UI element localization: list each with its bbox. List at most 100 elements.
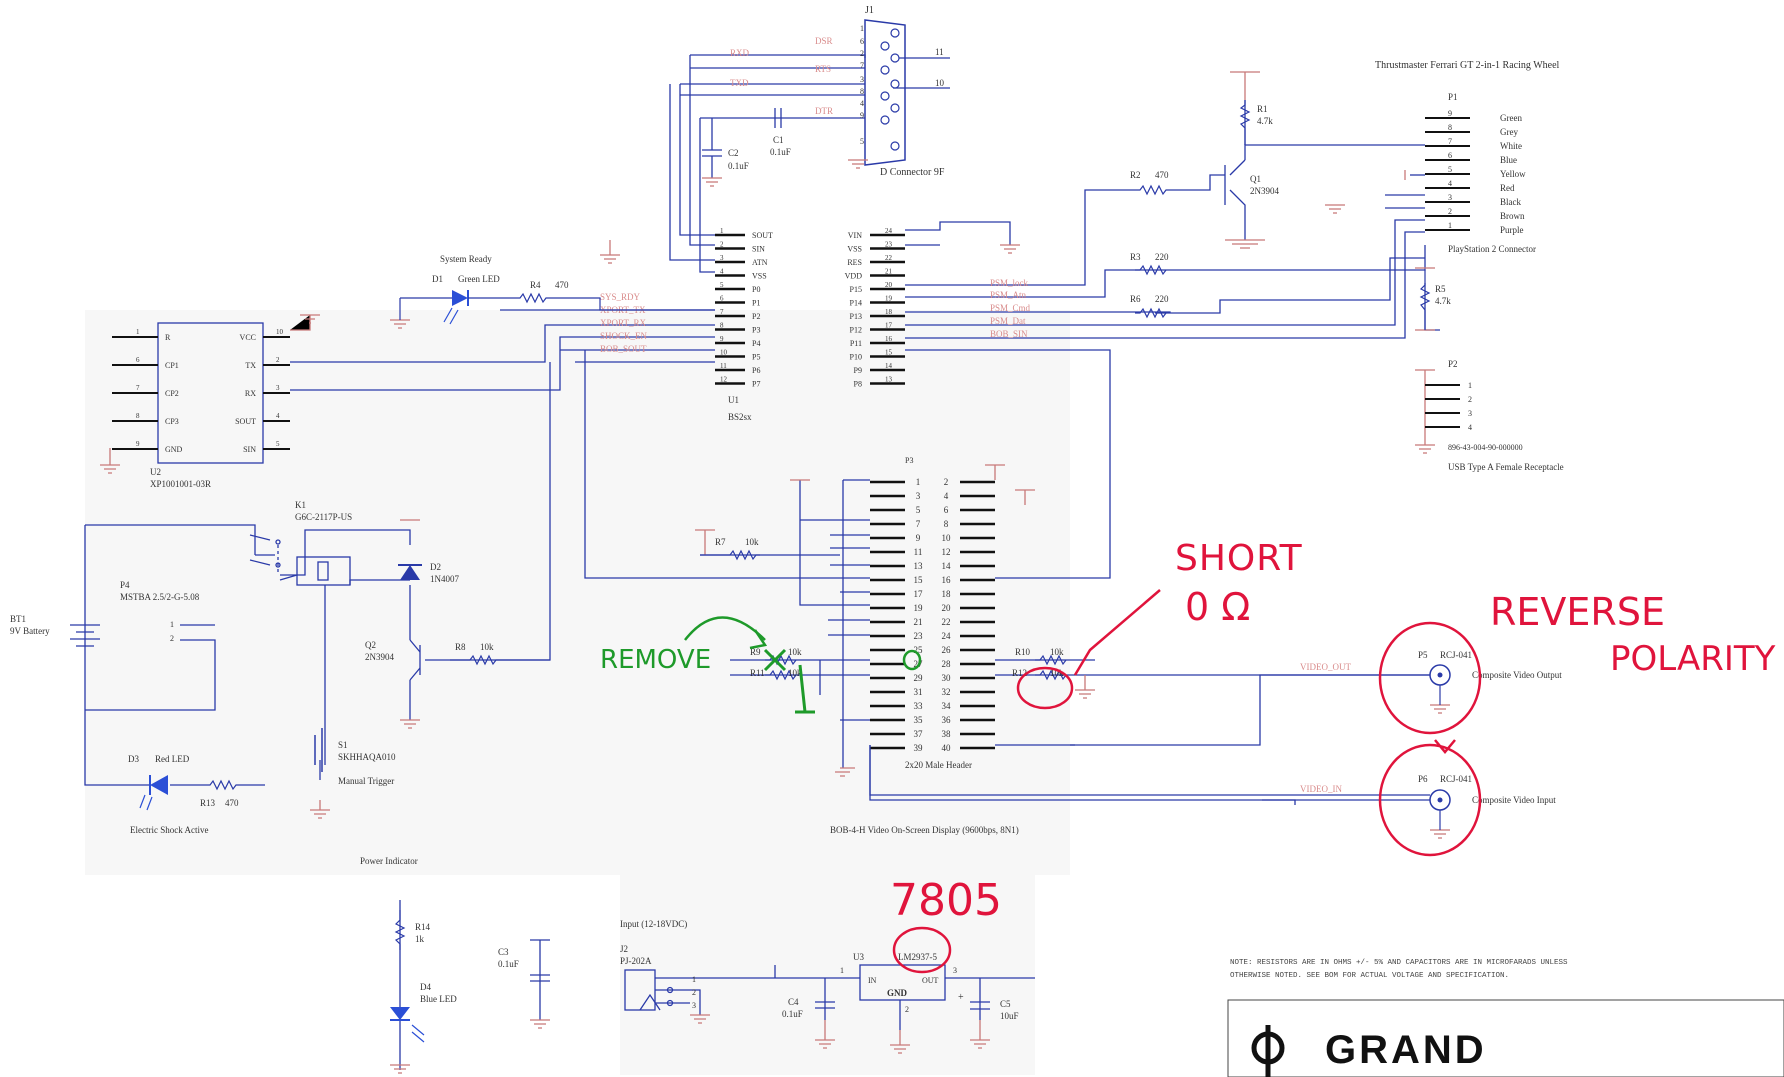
p1-wire-color: Blue — [1500, 155, 1517, 165]
r13-resistor — [200, 779, 245, 791]
u3-gnd: GND — [887, 988, 908, 998]
u2-left-pin-number: 1 — [136, 328, 140, 336]
u2-left-pin-name: CP1 — [165, 361, 179, 370]
d1-caption: System Ready — [440, 254, 492, 264]
s1-switch — [314, 728, 323, 772]
title-block — [1227, 999, 1784, 1077]
p3-left-pin-number: 35 — [914, 715, 924, 725]
p1-pin-number: 5 — [1448, 165, 1452, 174]
net-bob-sout: BOB_SOUT — [600, 344, 647, 354]
p6-val: RCJ-041 — [1440, 774, 1472, 784]
u1-left-pin-number: 4 — [720, 268, 724, 276]
p3-name: 2x20 Male Header — [905, 760, 972, 770]
p6-rca-jack — [1429, 789, 1451, 830]
r11-val: 10k — [788, 668, 802, 678]
p3-right-pin-number: 14 — [942, 561, 952, 571]
p1-wire-color: Black — [1500, 197, 1521, 207]
p4-pin-2: 2 — [170, 634, 174, 643]
p3-left-pin-number: 19 — [914, 603, 924, 613]
p5-name: Composite Video Output — [1472, 670, 1562, 680]
c2-val: 0.1uF — [728, 161, 749, 171]
u1-left-pin-name: P2 — [752, 312, 760, 321]
r11-ref: R11 — [750, 668, 765, 678]
j1-pin-9: 9 — [860, 111, 864, 120]
u1-right-pin-name: VSS — [847, 245, 862, 254]
u2-left-pin-number: 7 — [136, 384, 140, 392]
p2-part: 896-43-004-90-000000 — [1448, 443, 1523, 452]
u1-right-pin-name: P13 — [850, 312, 862, 321]
r8-ref: R8 — [455, 642, 466, 652]
r13-val: 470 — [225, 798, 239, 808]
r4-resistor — [468, 292, 715, 311]
u1-right-pin-number: 16 — [885, 335, 893, 343]
u1-left-pin-number: 7 — [720, 308, 724, 316]
annotation-7805-text: 7805 — [890, 875, 1002, 926]
p3-left-pin-number: 9 — [916, 533, 921, 543]
p3-left-pin-number: 15 — [914, 575, 924, 585]
u1-left-pin-name: SIN — [752, 245, 765, 254]
p4-val: MSTBA 2.5/2-G-5.08 — [120, 592, 200, 602]
p3-right-pin-number: 20 — [942, 603, 952, 613]
u3-pin-gnd: 2 — [905, 1005, 909, 1014]
p1-pin-number: 9 — [1448, 109, 1452, 118]
u1-left-pin-number: 12 — [720, 376, 728, 384]
p3-right-pin-number: 24 — [942, 631, 952, 641]
c4-ref: C4 — [788, 997, 799, 1007]
u2-left-pin-number: 6 — [136, 356, 140, 364]
r3-resistor — [1135, 264, 1167, 276]
q2-val: 2N3904 — [365, 652, 394, 662]
u2-right-pin-number: 2 — [276, 356, 280, 364]
r5-resistor — [1419, 270, 1431, 330]
j2-val: PJ-202A — [620, 956, 652, 966]
u2-right-pin-number: 10 — [276, 328, 284, 336]
r5-val: 4.7k — [1435, 296, 1451, 306]
c2-ref: C2 — [728, 148, 739, 158]
d4-ref: D4 — [420, 982, 431, 992]
p3-right-pin-number: 8 — [944, 519, 949, 529]
r2-ref: R2 — [1130, 170, 1141, 180]
u1-right-pin-number: 18 — [885, 308, 893, 316]
u1-left-pin-name: P1 — [752, 299, 760, 308]
c4-val: 0.1uF — [782, 1009, 803, 1019]
u1-right-pin-number: 15 — [885, 349, 893, 357]
r1-resistor — [1239, 100, 1251, 145]
u1-ref: U1 — [728, 395, 739, 405]
j1-name: D Connector 9F — [880, 167, 945, 178]
annotation-reverse-line1: REVERSE — [1490, 590, 1665, 634]
ground-symbols — [100, 71, 1450, 1074]
net-dtr: DTR — [815, 106, 833, 116]
j1-pin-2: 2 — [860, 49, 864, 58]
c3-capacitor — [530, 939, 550, 982]
p3-left-pin-number: 7 — [916, 519, 921, 529]
p3-left-pin-number: 25 — [914, 645, 924, 655]
d2-val: 1N4007 — [430, 574, 459, 584]
u1-left-pin-name: P0 — [752, 285, 760, 294]
logo-mark — [1251, 1025, 1285, 1077]
u1-right-pin-number: 21 — [885, 268, 893, 276]
shock-caption: Electric Shock Active — [130, 825, 208, 835]
p6-ref: P6 — [1418, 774, 1428, 784]
j2-ref: J2 — [620, 944, 628, 954]
annotation-7805: 7805 — [890, 875, 1002, 974]
u1-name: BS2sx — [728, 412, 752, 422]
r6-val: 220 — [1155, 294, 1169, 304]
u1-right-pin-name: P10 — [850, 353, 862, 362]
annotation-reverse-line2: POLARITY — [1610, 639, 1776, 679]
j1-ref: J1 — [865, 5, 874, 16]
j1-pin-6: 6 — [860, 37, 864, 46]
u3-pin-out: 3 — [953, 966, 957, 975]
u1-right-pin-name: VIN — [848, 231, 862, 240]
u1-right-pin-number: 24 — [885, 227, 893, 235]
p1-wire-color: Yellow — [1500, 169, 1526, 179]
p4-ref: P4 — [120, 580, 130, 590]
u2-left-pin-name: CP2 — [165, 389, 179, 398]
p1-wire-color: Purple — [1500, 225, 1524, 235]
u1-right-pin-name: P11 — [850, 339, 862, 348]
p3-right-pin-number: 30 — [942, 673, 952, 683]
u1-left-pin-name: SOUT — [752, 231, 773, 240]
c5-val: 10uF — [1000, 1011, 1019, 1021]
p1-pin-number: 4 — [1448, 179, 1452, 188]
d3-ref: D3 — [128, 754, 139, 764]
serial-net-labels: RXD DSR RTS TXD DTR — [730, 36, 833, 116]
